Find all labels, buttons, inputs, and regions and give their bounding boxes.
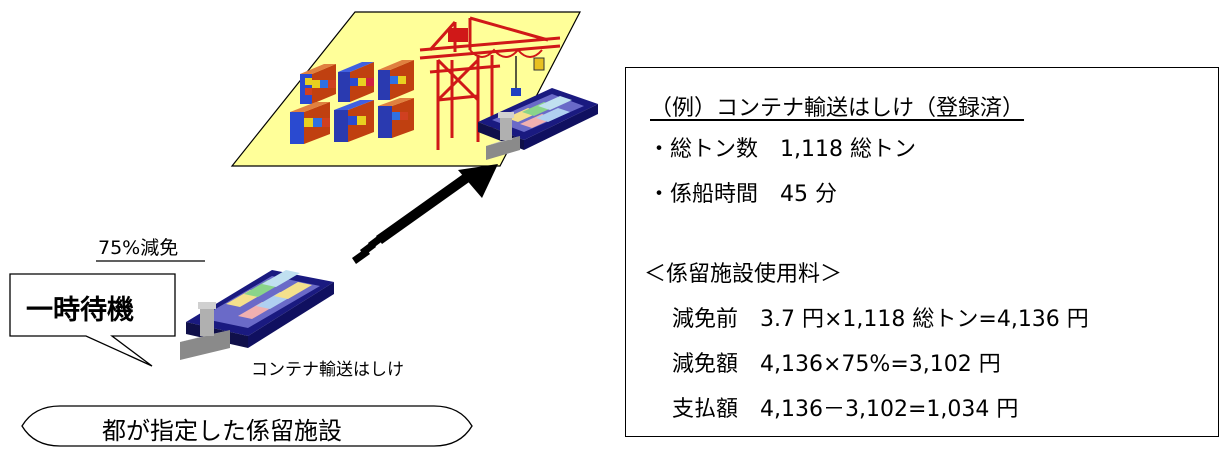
crane-spreader [533, 57, 545, 71]
berth-label-oval [21, 405, 473, 447]
fee-payment-amount: 支払額 4,136－3,102=1,034 円 [672, 397, 1019, 422]
fee-heading: ＜係留施設使用料＞ [644, 262, 843, 287]
movement-arrow [352, 164, 498, 264]
gross-tonnage-line: ・総トン数 1,118 総トン [648, 137, 916, 162]
berth-label: 都が指定した係留施設 [102, 417, 342, 445]
container-stacks [290, 60, 414, 144]
fee-before-discount: 減免前 3.7 円×1,118 総トン=4,136 円 [672, 307, 1089, 332]
discount-label: 75%減免 [98, 237, 179, 259]
hoisted-container [511, 88, 521, 96]
speech-bubble [9, 273, 176, 367]
example-title: （例）コンテナ輸送はしけ（登録済） [650, 96, 1025, 121]
crane-cab [448, 28, 468, 42]
bollard-standby [180, 302, 230, 360]
barge-standby [186, 270, 334, 348]
standby-label: 一時待機 [26, 295, 134, 326]
fee-discount-amount: 減免額 4,136×75%=3,102 円 [672, 352, 1001, 377]
barge-caption: コンテナ輸送はしけ [251, 360, 404, 380]
mooring-time-line: ・係船時間 45 分 [648, 182, 837, 207]
bollard-terminal [486, 112, 520, 160]
fee-example-box: （例）コンテナ輸送はしけ（登録済） ・総トン数 1,118 総トン ・係船時間 … [625, 67, 1219, 437]
